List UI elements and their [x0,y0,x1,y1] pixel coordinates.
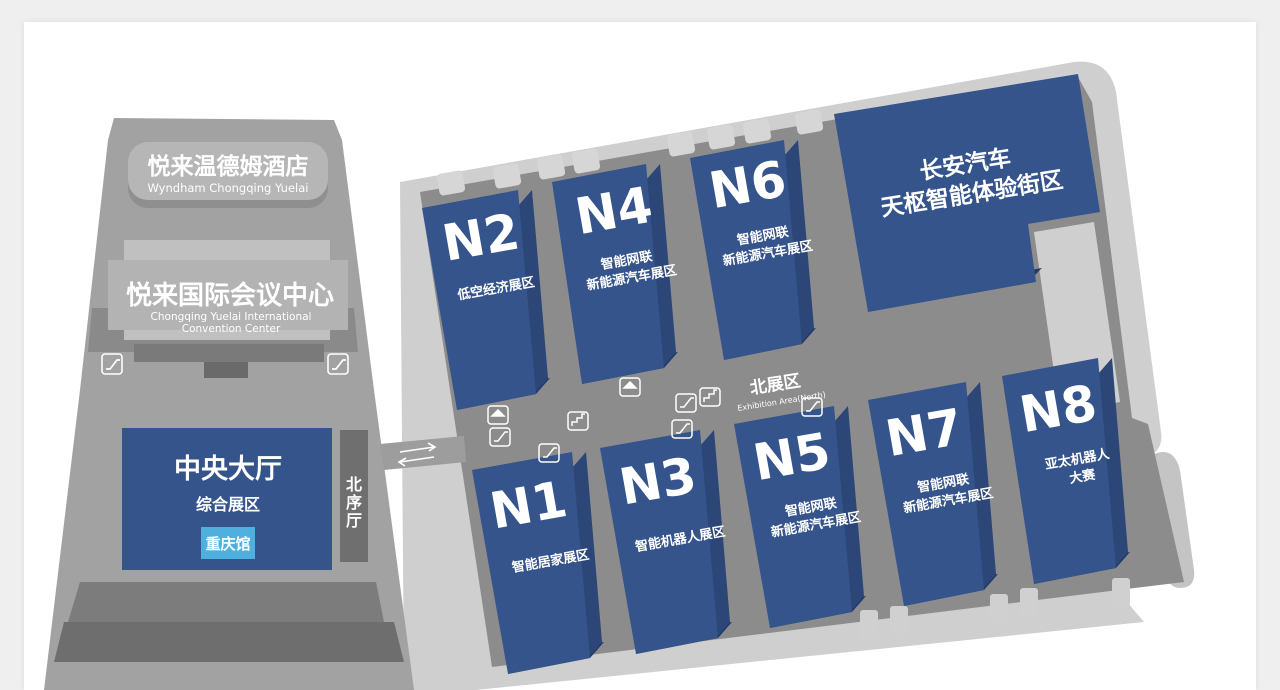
hall-n8[interactable] [1002,358,1130,584]
hall-n3-code: N3 [615,446,701,516]
hall-n2[interactable] [422,190,550,410]
hall-n6[interactable] [690,140,816,360]
chongqing-pavilion-badge[interactable] [201,527,255,559]
hall-n8-code: N8 [1015,374,1101,444]
escalator-icon [327,353,349,375]
restroom-icon [619,377,641,397]
hall-n6-code: N6 [705,150,791,220]
hotel-name: 悦来温德姆酒店 [148,153,309,180]
bidirectional-arrow-icon [397,442,437,467]
stairs-icon [567,411,589,431]
chongqing-pavilion-label: 重庆馆 [205,535,250,553]
escalator-icon [101,353,123,375]
hall-n7[interactable] [868,382,998,606]
outer-track-right [1152,452,1195,588]
hall-n4[interactable] [552,164,678,384]
convention-center-name: 悦来国际会议中心 [126,280,334,311]
escalator-icon [671,419,693,439]
west-building [44,118,466,690]
north-foyer-char-1: 北 [346,475,362,494]
hall-n2-code: N2 [438,202,524,272]
hall-n8-label-2: 大赛 [1068,467,1097,487]
hall-n5-code: N5 [749,422,835,492]
restroom-icon [487,405,509,425]
map-canvas: 悦来温德姆酒店 Wyndham Chongqing Yuelai 悦来国际会议中… [44,61,1195,690]
north-foyer[interactable] [340,430,368,562]
escalator-icon [489,427,511,447]
escalator-icon [538,443,560,463]
convention-center-name-en-1: Chongqing Yuelai International [151,311,312,323]
hall-n4-code: N4 [571,176,657,246]
hall-n1-code: N1 [486,470,572,540]
changan-experience-zone[interactable] [834,74,1100,312]
hall-n5[interactable] [734,406,866,628]
hall-n3[interactable] [600,430,732,654]
convention-center-name-en-2: Convention Center [182,323,281,335]
escalator-icon [675,393,697,413]
escalator-icon [801,397,823,417]
hall-n7-code: N7 [881,398,967,468]
north-foyer-char-2: 序 [346,493,362,512]
hotel-name-en: Wyndham Chongqing Yuelai [148,181,309,195]
central-hall-name: 中央大厅 [174,454,282,485]
stairs-icon [699,387,721,407]
central-hall-subtitle: 综合展区 [196,495,260,514]
roof-tabs [436,109,824,196]
north-foyer-char-3: 厅 [346,511,362,530]
hall-n1[interactable] [472,452,604,674]
bottom-pillars [860,578,1130,638]
venue-map: 悦来温德姆酒店 Wyndham Chongqing Yuelai 悦来国际会议中… [24,22,1256,690]
